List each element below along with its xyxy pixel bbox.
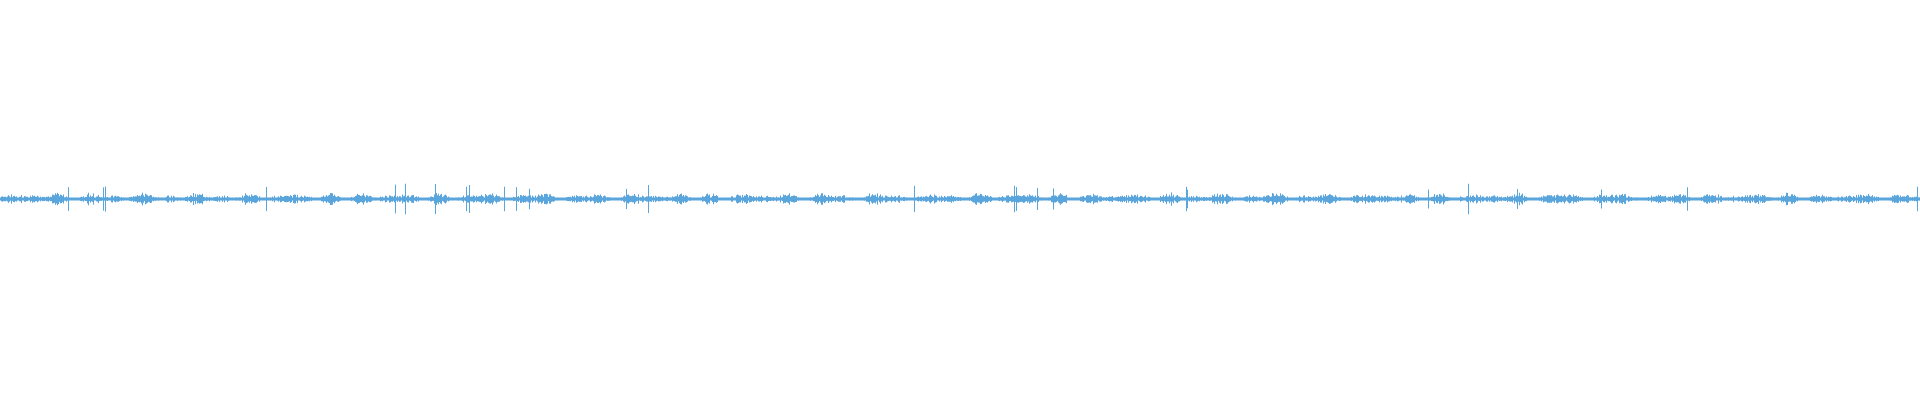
waveform-signal [0, 183, 1920, 215]
waveform-bars [0, 183, 1920, 215]
